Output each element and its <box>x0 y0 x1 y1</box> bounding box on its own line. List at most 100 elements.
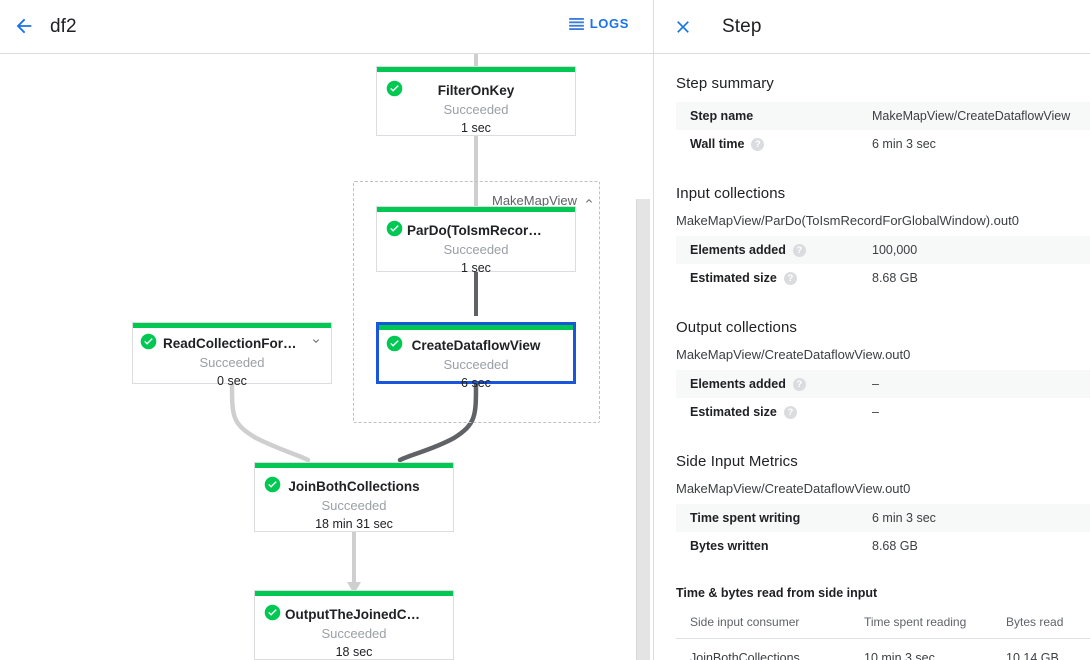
node-title: JoinBothCollections <box>288 479 420 494</box>
help-icon[interactable]: ? <box>783 272 797 285</box>
row-key-label: Elements added <box>690 243 786 257</box>
node-status: Succeeded <box>443 242 509 257</box>
graph-node-join-both-collections[interactable]: JoinBothCollections Succeeded 18 min 31 … <box>254 462 454 532</box>
row-value: – <box>872 405 879 419</box>
row-key: Elements added? <box>676 236 858 264</box>
row-key-label: Estimated size <box>690 405 777 419</box>
node-duration: 18 min 31 sec <box>315 517 393 531</box>
row-key-label: Elements added <box>690 377 786 391</box>
table-row: Elements added? 100,000 <box>676 236 1090 264</box>
section-heading-step-summary: Step summary <box>676 75 774 92</box>
help-icon[interactable]: ? <box>751 138 765 151</box>
row-value: 6 min 3 sec <box>872 511 936 525</box>
side-input-collection-name: MakeMapView/CreateDataflowView.out0 <box>676 481 911 496</box>
logs-list-icon <box>568 18 584 30</box>
column-header-side-input-consumer: Side input consumer <box>676 606 850 639</box>
row-key: Estimated size? <box>676 398 858 426</box>
help-icon[interactable]: ? <box>783 406 797 419</box>
row-key-label: Estimated size <box>690 271 777 285</box>
panel-title: Step <box>722 15 762 37</box>
row-key-label: Wall time <box>690 137 745 151</box>
graph-group-makemapview[interactable] <box>353 181 600 423</box>
graph-group-label-text: MakeMapView <box>492 193 578 208</box>
node-status-bar <box>133 323 331 328</box>
success-check-icon <box>386 220 403 237</box>
graph-node-create-dataflow-view[interactable]: CreateDataflowView Succeeded 6 sec <box>376 322 576 390</box>
node-status: Succeeded <box>443 102 509 117</box>
row-value: MakeMapView/CreateDataflowView <box>872 109 1071 123</box>
section-heading-side-input-metrics: Side Input Metrics <box>676 453 798 470</box>
row-key-label: Time spent writing <box>690 511 801 525</box>
row-key-label: Step name <box>690 109 754 123</box>
node-title: ReadCollectionForJoin <box>163 336 311 351</box>
row-key: Step name <box>676 102 858 130</box>
row-key: Elements added? <box>676 370 858 398</box>
step-details-panel: Step Step summary Step name MakeMapView/… <box>654 0 1090 660</box>
success-check-icon <box>264 604 281 621</box>
section-heading-input-collections: Input collections <box>676 185 786 202</box>
node-status-bar <box>255 463 453 468</box>
row-key-label: Bytes written <box>690 539 769 553</box>
arrow-back-icon[interactable] <box>10 12 38 40</box>
node-duration: 1 sec <box>461 261 491 275</box>
help-icon[interactable]: ? <box>792 378 806 391</box>
section-heading-output-collections: Output collections <box>676 319 798 336</box>
row-value: 8.68 GB <box>872 271 918 285</box>
row-key: Time spent writing <box>676 504 858 532</box>
graph-node-pardo-toismrecord[interactable]: ParDo(ToIsmRecordFor… Succeeded 1 sec <box>376 206 576 275</box>
page-title: df2 <box>50 16 77 37</box>
output-collection-name: MakeMapView/CreateDataflowView.out0 <box>676 347 911 362</box>
graph-node-filter-on-key[interactable]: FilterOnKey Succeeded 1 sec <box>376 66 576 136</box>
logs-button-label: LOGS <box>589 16 629 31</box>
success-check-icon <box>140 333 157 350</box>
output-collections-table: Elements added? – Estimated size? – <box>676 370 1090 426</box>
graph-node-read-collection-for-join[interactable]: ReadCollectionForJoin Succeeded 0 sec <box>132 322 332 388</box>
step-summary-table: Step name MakeMapView/CreateDataflowView… <box>676 102 1090 158</box>
logs-button[interactable]: LOGS <box>568 14 629 34</box>
graph-scrollbar-thumb[interactable] <box>636 199 650 660</box>
input-collection-name: MakeMapView/ParDo(ToIsmRecordForGlobalWi… <box>676 213 1019 228</box>
node-status: Succeeded <box>321 498 387 513</box>
node-status: Succeeded <box>443 357 509 372</box>
node-status: Succeeded <box>199 355 265 370</box>
top-app-bar: df2 LOGS <box>0 0 653 54</box>
panel-body: Step summary Step name MakeMapView/Creat… <box>654 54 1090 660</box>
success-check-icon <box>386 80 403 97</box>
column-header-bytes-read: Bytes read <box>992 606 1090 639</box>
table-row: Time spent writing 6 min 3 sec <box>676 504 1090 532</box>
help-icon[interactable]: ? <box>792 244 806 257</box>
chevron-down-icon <box>313 339 319 343</box>
column-header-time-spent-reading: Time spent reading <box>850 606 992 639</box>
row-key: Bytes written <box>676 532 858 560</box>
panel-header: Step <box>654 0 1090 54</box>
close-icon[interactable] <box>670 14 696 40</box>
cell-side-input-consumer: JoinBothCollections <box>676 638 850 660</box>
table-row: Wall time? 6 min 3 sec <box>676 130 1090 158</box>
table-row: Estimated size? – <box>676 398 1090 426</box>
table-row: Estimated size? 8.68 GB <box>676 264 1090 292</box>
chevron-up-icon <box>586 198 593 203</box>
table-row: Step name MakeMapView/CreateDataflowView <box>676 102 1090 130</box>
node-status-bar <box>377 207 575 212</box>
side-input-read-table: Side input consumer Time spent reading B… <box>676 606 1090 660</box>
node-duration: 1 sec <box>461 121 491 135</box>
row-key: Estimated size? <box>676 264 858 292</box>
row-key: Wall time? <box>676 130 858 158</box>
node-duration: 6 sec <box>461 376 491 390</box>
node-duration: 18 sec <box>335 645 373 659</box>
graph-group-label[interactable]: MakeMapView <box>492 193 595 208</box>
table-row: Elements added? – <box>676 370 1090 398</box>
node-status: Succeeded <box>321 626 387 641</box>
success-check-icon <box>264 476 281 493</box>
row-value: 100,000 <box>872 243 918 257</box>
subsection-heading-side-input-read: Time & bytes read from side input <box>676 586 878 600</box>
table-header-row: Side input consumer Time spent reading B… <box>676 606 1090 639</box>
pipeline-graph-canvas[interactable]: MakeMapView FilterOnKey Succeeded 1 sec <box>0 54 653 660</box>
node-status-bar <box>379 325 573 330</box>
node-duration: 0 sec <box>217 374 247 388</box>
graph-node-output-the-joined-collection[interactable]: OutputTheJoinedCollec… Succeeded 18 sec <box>254 590 454 660</box>
pane-divider <box>653 0 654 660</box>
row-value: – <box>872 377 879 391</box>
node-title: OutputTheJoinedCollec… <box>285 607 451 622</box>
